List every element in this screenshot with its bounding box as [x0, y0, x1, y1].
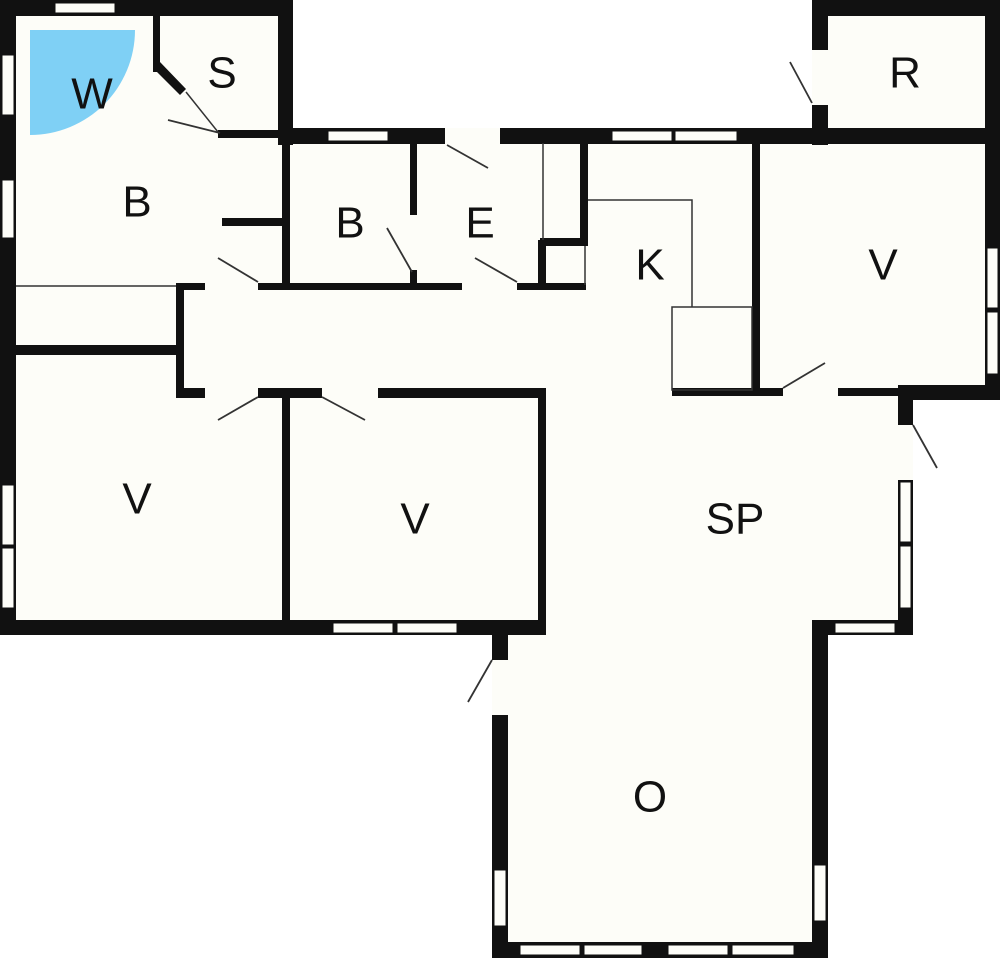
door-swings: [167, 61, 938, 703]
floor-areas: [10, 10, 995, 950]
room-label-k: K: [635, 241, 664, 290]
room-label-w: W: [71, 70, 113, 119]
room-label-s: S: [207, 49, 236, 98]
room-label-e: E: [465, 199, 494, 248]
room-label-sp: SP: [706, 495, 765, 544]
room-label-b: B: [122, 178, 151, 227]
room-label-o: O: [633, 773, 667, 822]
room-label-v: V: [400, 495, 430, 544]
room-labels: W S B B E K V V V SP O R: [71, 49, 921, 822]
door-openings: [205, 50, 913, 715]
room-label-b: B: [335, 199, 364, 248]
washer-area-highlight: [30, 30, 135, 135]
room-label-r: R: [889, 49, 921, 98]
fixture-lines: [16, 91, 753, 391]
room-label-v: V: [122, 475, 152, 524]
room-label-v: V: [868, 241, 898, 290]
